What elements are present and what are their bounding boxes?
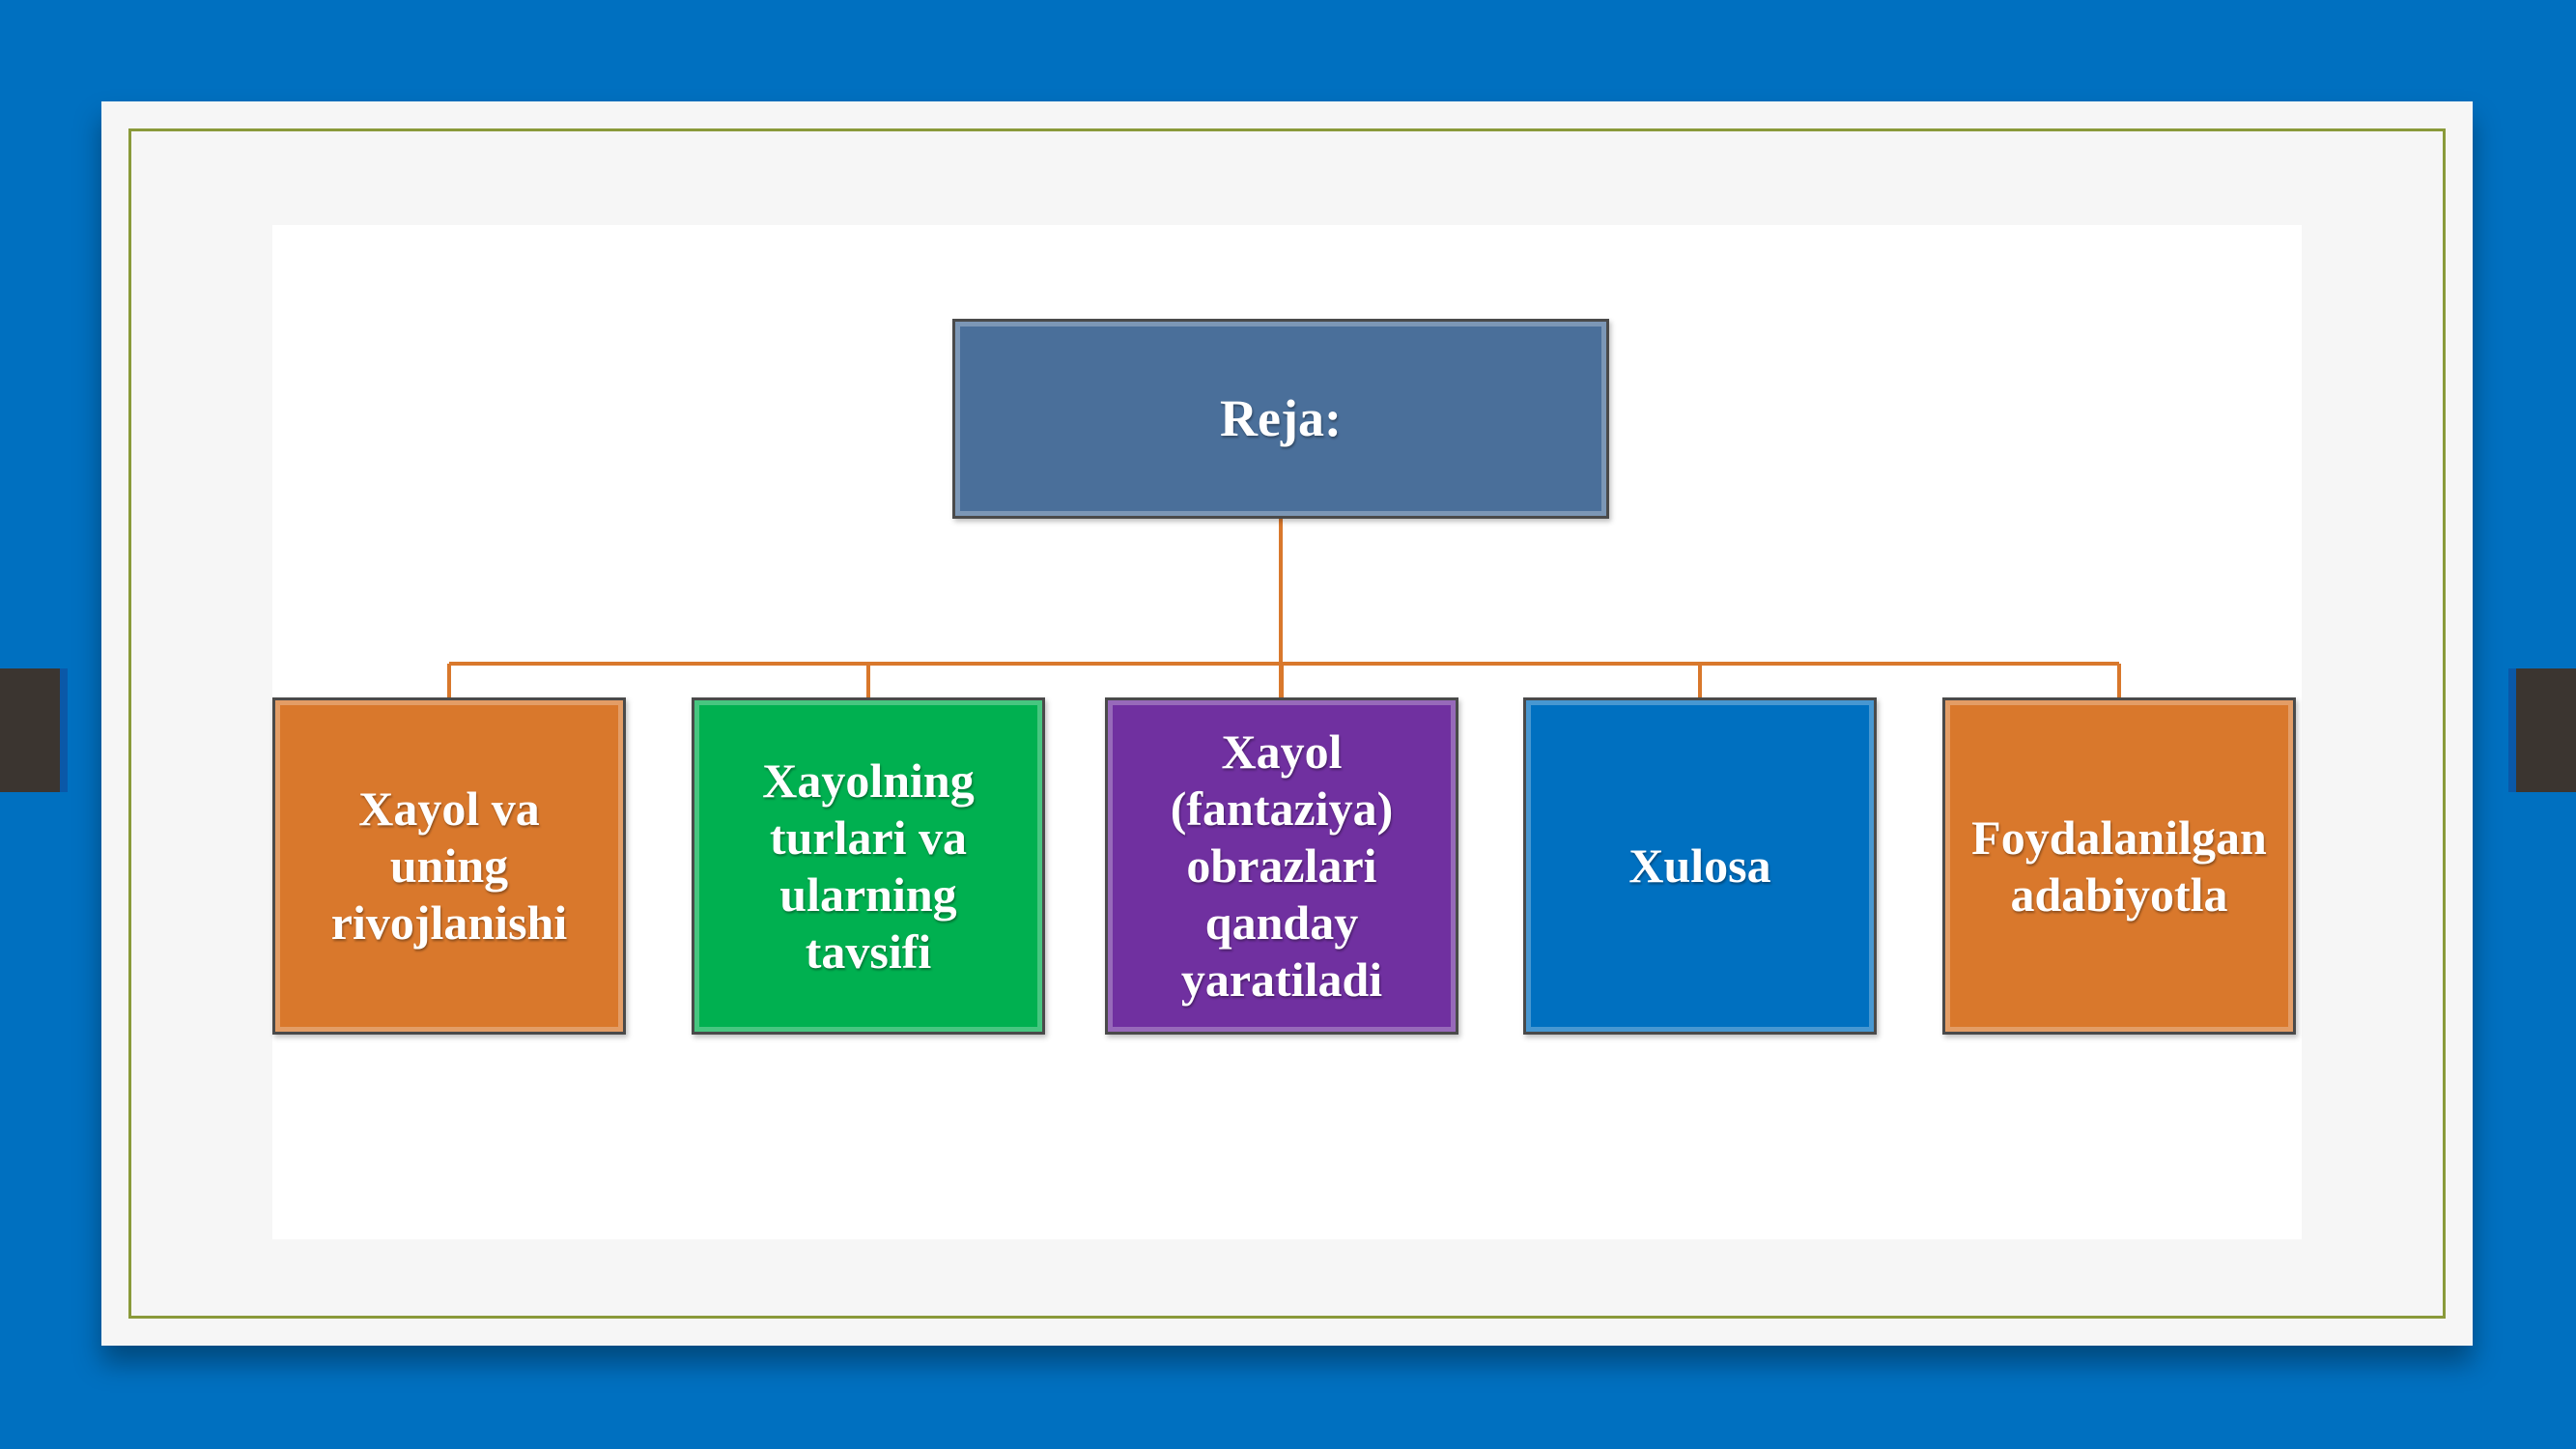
- child-node-xayol-va-uning-rivojlanishi: Xayol va uning rivojlanishi: [272, 697, 626, 1035]
- child-node-foydalanilgan-adabiyotla: Foydalanilgan adabiyotla: [1942, 697, 2296, 1035]
- left-tab-decoration: [0, 668, 68, 792]
- child-node-xayol-obrazlari: Xayol (fantaziya) obrazlari qanday yarat…: [1105, 697, 1458, 1035]
- root-node-reja: Reja:: [952, 319, 1609, 519]
- slide-frame-border: [128, 128, 2446, 1319]
- right-tab-decoration: [2508, 668, 2576, 792]
- child-node-xayolning-turlari: Xayolning turlari va ularning tavsifi: [692, 697, 1045, 1035]
- child-node-xulosa: Xulosa: [1523, 697, 1877, 1035]
